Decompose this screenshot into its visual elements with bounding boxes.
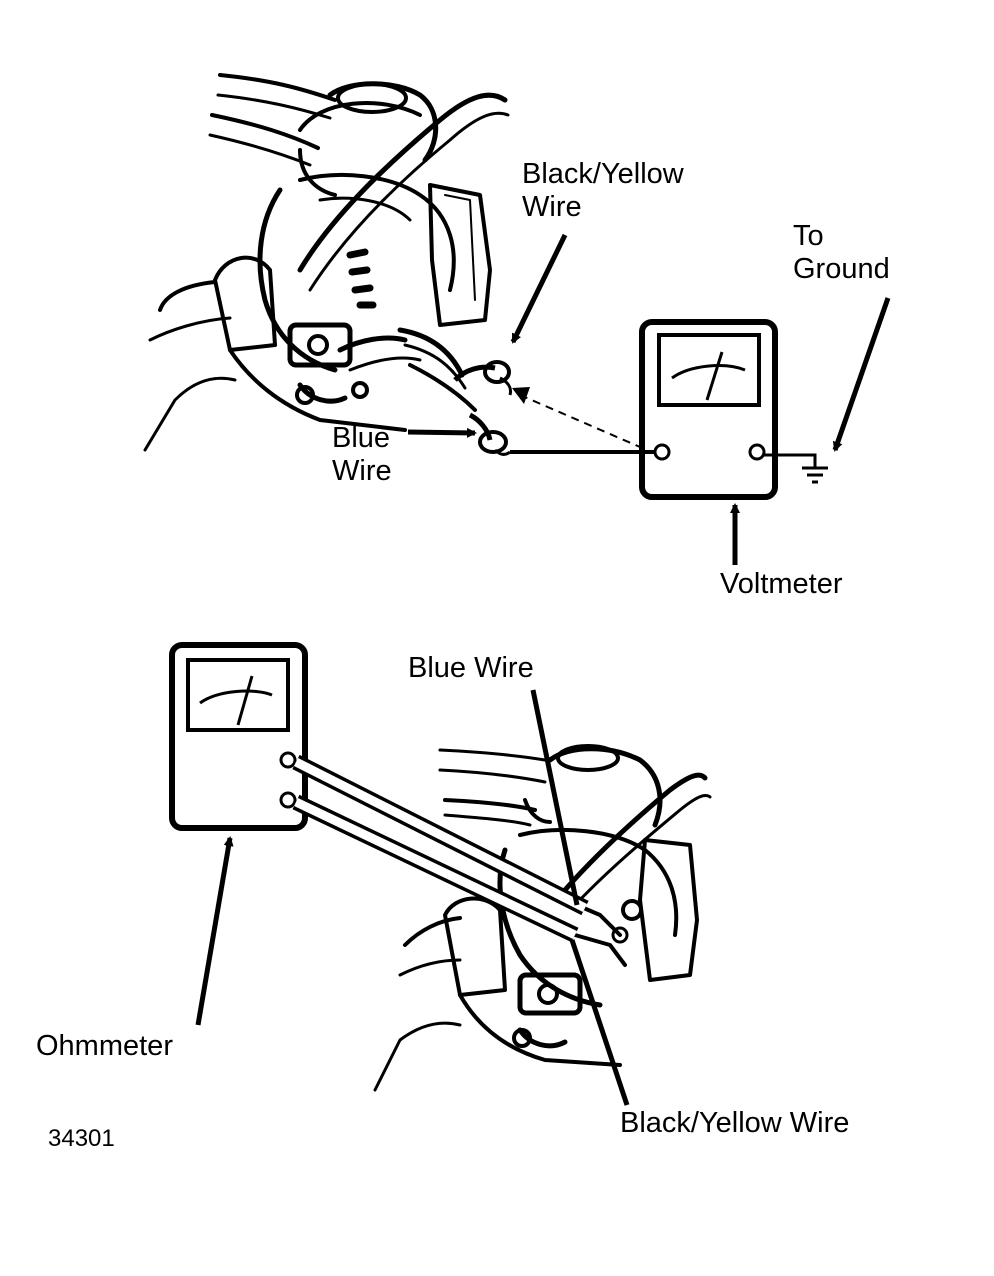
ground-lead <box>764 453 817 468</box>
figure-number: 34301 <box>48 1125 115 1152</box>
voltmeter-needle <box>705 351 724 401</box>
black-yellow-wire-arrow <box>510 233 568 344</box>
ohmmeter-arrow <box>195 836 234 1026</box>
to-ground-label-line1: To <box>793 220 824 252</box>
ohmmeter-dial-arc <box>199 689 273 705</box>
black-yellow-wire-pointer <box>569 939 630 1106</box>
black-yellow-wire-connector <box>453 360 512 396</box>
blue-wire-label-line2: Wire <box>332 455 392 487</box>
dashed-lead-arrowhead <box>512 387 530 404</box>
voltmeter-terminal-right <box>748 443 766 461</box>
ohmmeter-terminal-bottom <box>279 791 297 809</box>
black-yellow-wire-label-line1: Black/Yellow <box>522 158 684 190</box>
blue-wire-connector <box>468 412 511 456</box>
to-ground-label-line2: Ground <box>793 253 890 285</box>
top-distributor-illustration <box>143 73 510 452</box>
ground-icon <box>802 466 828 484</box>
blue-wire-arrow <box>407 427 477 438</box>
voltmeter <box>639 319 778 500</box>
bottom-distributor-illustration <box>373 744 712 1092</box>
to-ground-arrow <box>832 297 891 452</box>
ohmmeter-label: Ohmmeter <box>36 1030 173 1062</box>
blue-wire-label-line1: Blue <box>332 422 391 454</box>
bottom-leads <box>195 689 630 1106</box>
ohmmeter <box>169 642 308 831</box>
dashed-probe-lead <box>519 394 641 448</box>
ohmmeter-needle <box>236 675 254 726</box>
top-leads <box>407 233 891 565</box>
bottom-blue-wire-label: Blue Wire <box>408 652 534 684</box>
ohmmeter-terminal-top <box>279 751 297 769</box>
black-yellow-wire-label-line2: Wire <box>522 191 582 223</box>
blue-wire-pointer <box>530 689 580 906</box>
voltmeter-dial-arc <box>671 364 746 380</box>
bottom-black-yellow-wire-label: Black/Yellow Wire <box>620 1107 850 1139</box>
voltmeter-terminal-left <box>653 443 671 461</box>
voltmeter-label: Voltmeter <box>720 568 843 600</box>
